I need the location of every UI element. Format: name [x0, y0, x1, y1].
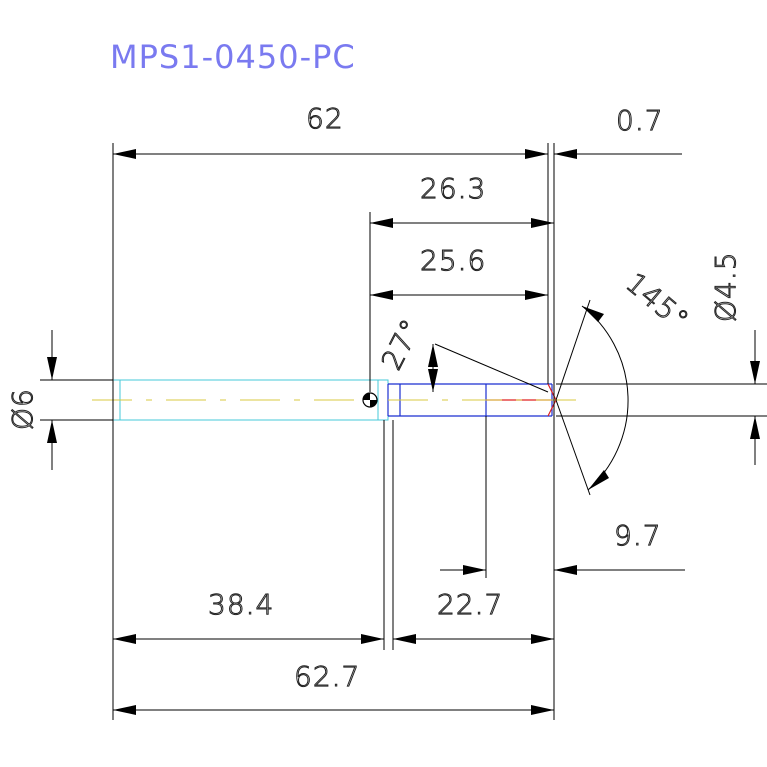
dim-overall-body: 62	[306, 102, 344, 135]
dim-plunger-length: 22.7	[437, 588, 503, 621]
dim-barrel-length: 38.4	[208, 588, 274, 621]
dim-body-diameter: Ø6	[6, 388, 39, 430]
dim-tip-diameter: Ø4.5	[709, 251, 742, 322]
dim-total-length: 62.7	[294, 660, 360, 693]
part-number-title: MPS1-0450-PC	[110, 38, 356, 76]
dim-tip-length-outer: 26.3	[420, 172, 486, 205]
extension-lines	[40, 143, 767, 720]
arrowheads	[47, 149, 760, 715]
dim-cone-angle: 27°	[375, 313, 428, 375]
dim-tip-reference: 9.7	[614, 519, 662, 552]
dim-tip-length-inner: 25.6	[420, 244, 486, 277]
dimension-lines	[51, 153, 756, 711]
dim-tip-angle: 145°	[620, 266, 696, 337]
part-body	[92, 379, 576, 421]
dim-tip-offset: 0.7	[616, 104, 664, 137]
